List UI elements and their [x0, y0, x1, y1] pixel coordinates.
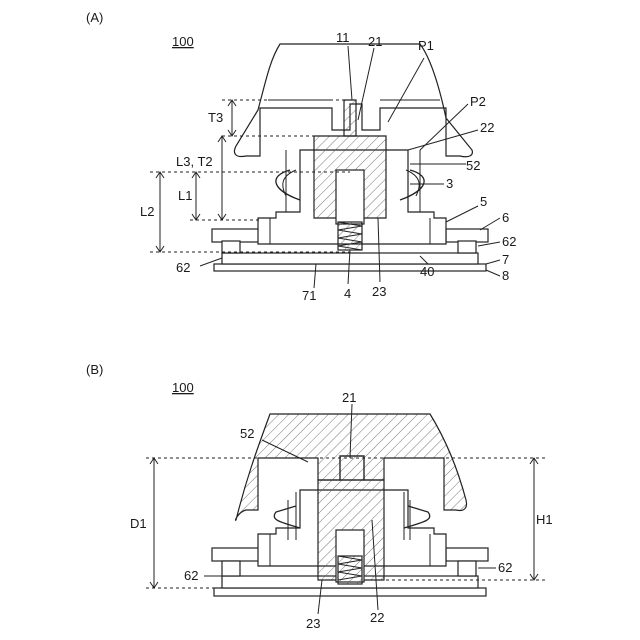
label-a-5: 5 [480, 194, 487, 209]
label-a-11: 11 [336, 30, 350, 45]
panel-a-tag: (A) [86, 10, 103, 25]
label-a-6: 6 [502, 210, 509, 225]
label-a-21: 21 [368, 34, 382, 49]
label-a-l2: L2 [140, 204, 154, 219]
panel-b-ref: 100 [172, 380, 194, 395]
spring-b [338, 556, 362, 584]
panel-a-ref: 100 [172, 34, 194, 49]
label-b-h1: H1 [536, 512, 553, 527]
label-a-62l: 62 [176, 260, 190, 275]
label-a-t3: T3 [208, 110, 223, 125]
label-a-23: 23 [372, 284, 386, 299]
spring-a [338, 222, 362, 250]
label-a-62r: 62 [502, 234, 516, 249]
label-b-d1: D1 [130, 516, 147, 531]
label-a-8: 8 [502, 268, 509, 283]
label-a-71: 71 [302, 288, 316, 303]
label-a-52: 52 [466, 158, 480, 173]
label-a-3: 3 [446, 176, 453, 191]
label-a-40: 40 [420, 264, 434, 279]
panel-b-tag: (B) [86, 362, 103, 377]
panel-b: (B) 100 [86, 362, 553, 631]
label-a-4: 4 [344, 286, 351, 301]
label-b-62l: 62 [184, 568, 198, 583]
label-a-l1: L1 [178, 188, 192, 203]
label-a-p1: P1 [418, 38, 434, 53]
label-a-22: 22 [480, 120, 494, 135]
label-a-l3t2: L3, T2 [176, 154, 213, 169]
panel-a: (A) 100 [86, 10, 516, 303]
label-b-21: 21 [342, 390, 356, 405]
label-a-7: 7 [502, 252, 509, 267]
label-b-62r: 62 [498, 560, 512, 575]
label-b-23: 23 [306, 616, 320, 631]
label-b-22: 22 [370, 610, 384, 625]
label-a-p2: P2 [470, 94, 486, 109]
label-b-52: 52 [240, 426, 254, 441]
